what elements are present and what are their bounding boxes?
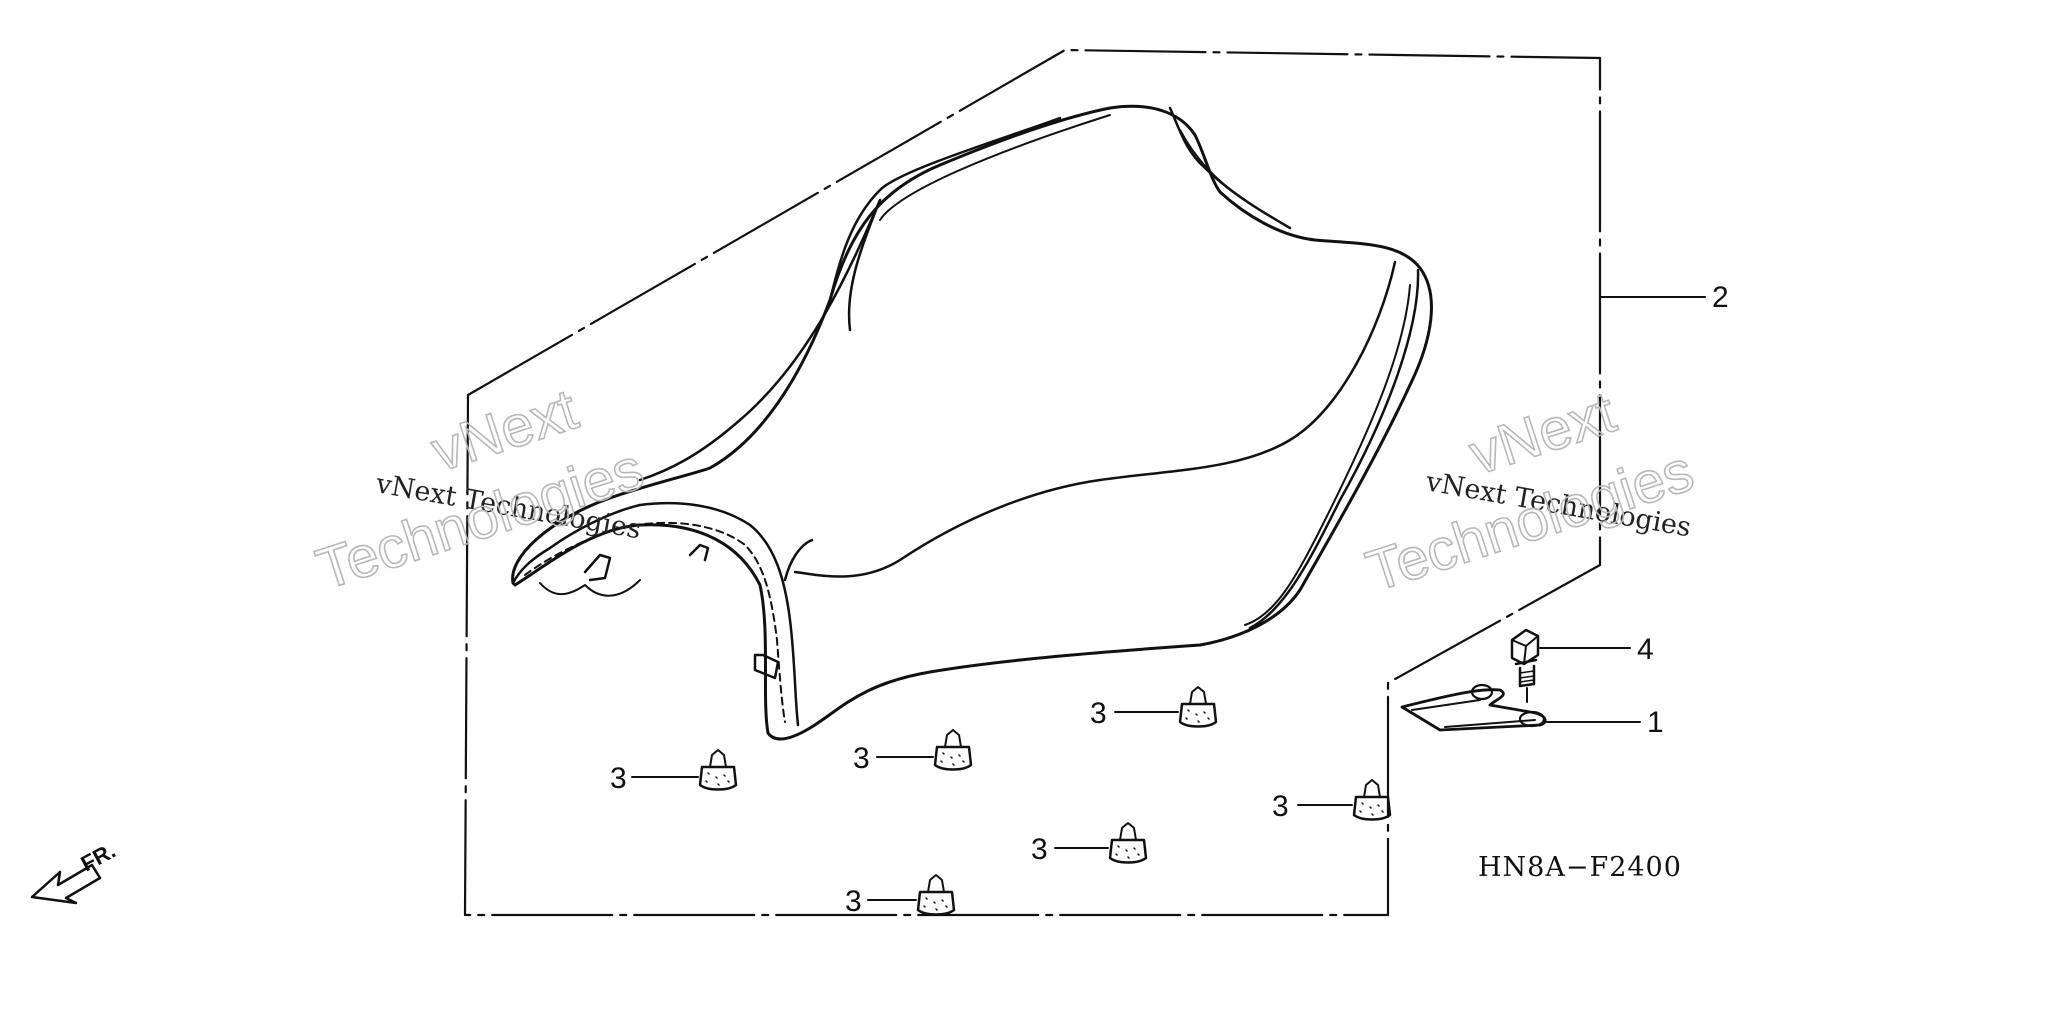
callout-cushion-2: 3 [853, 742, 870, 775]
callout-part4: 4 [1637, 633, 1654, 666]
callout-cushion-1: 3 [610, 762, 627, 795]
cushion-6 [916, 874, 956, 916]
bolt-part [1510, 628, 1540, 703]
callout-part2: 2 [1712, 281, 1729, 314]
callout-part1: 1 [1647, 706, 1664, 739]
cushion-4 [1352, 779, 1392, 821]
watermark-right: vNext vNext Technologies Technologies [1358, 379, 1702, 605]
callout-cushion-4: 3 [1272, 790, 1289, 823]
watermark-left: vNext vNext Technologies Technologies [308, 376, 652, 603]
cushion-5 [1108, 822, 1148, 864]
bracket-part [1400, 683, 1547, 732]
diagram-code: HN8A−F2400 [1478, 852, 1682, 883]
cushion-3 [1178, 686, 1218, 728]
seat-drawing [511, 104, 1433, 741]
front-arrow-icon: FR. [30, 838, 120, 905]
cushion-2 [933, 729, 973, 771]
callout-cushion-5: 3 [1031, 833, 1048, 866]
callout-cushion-6: 3 [845, 885, 862, 918]
callout-cushion-3: 3 [1090, 697, 1107, 730]
assembly-boundary [463, 48, 1602, 917]
cushion-1 [698, 749, 738, 791]
